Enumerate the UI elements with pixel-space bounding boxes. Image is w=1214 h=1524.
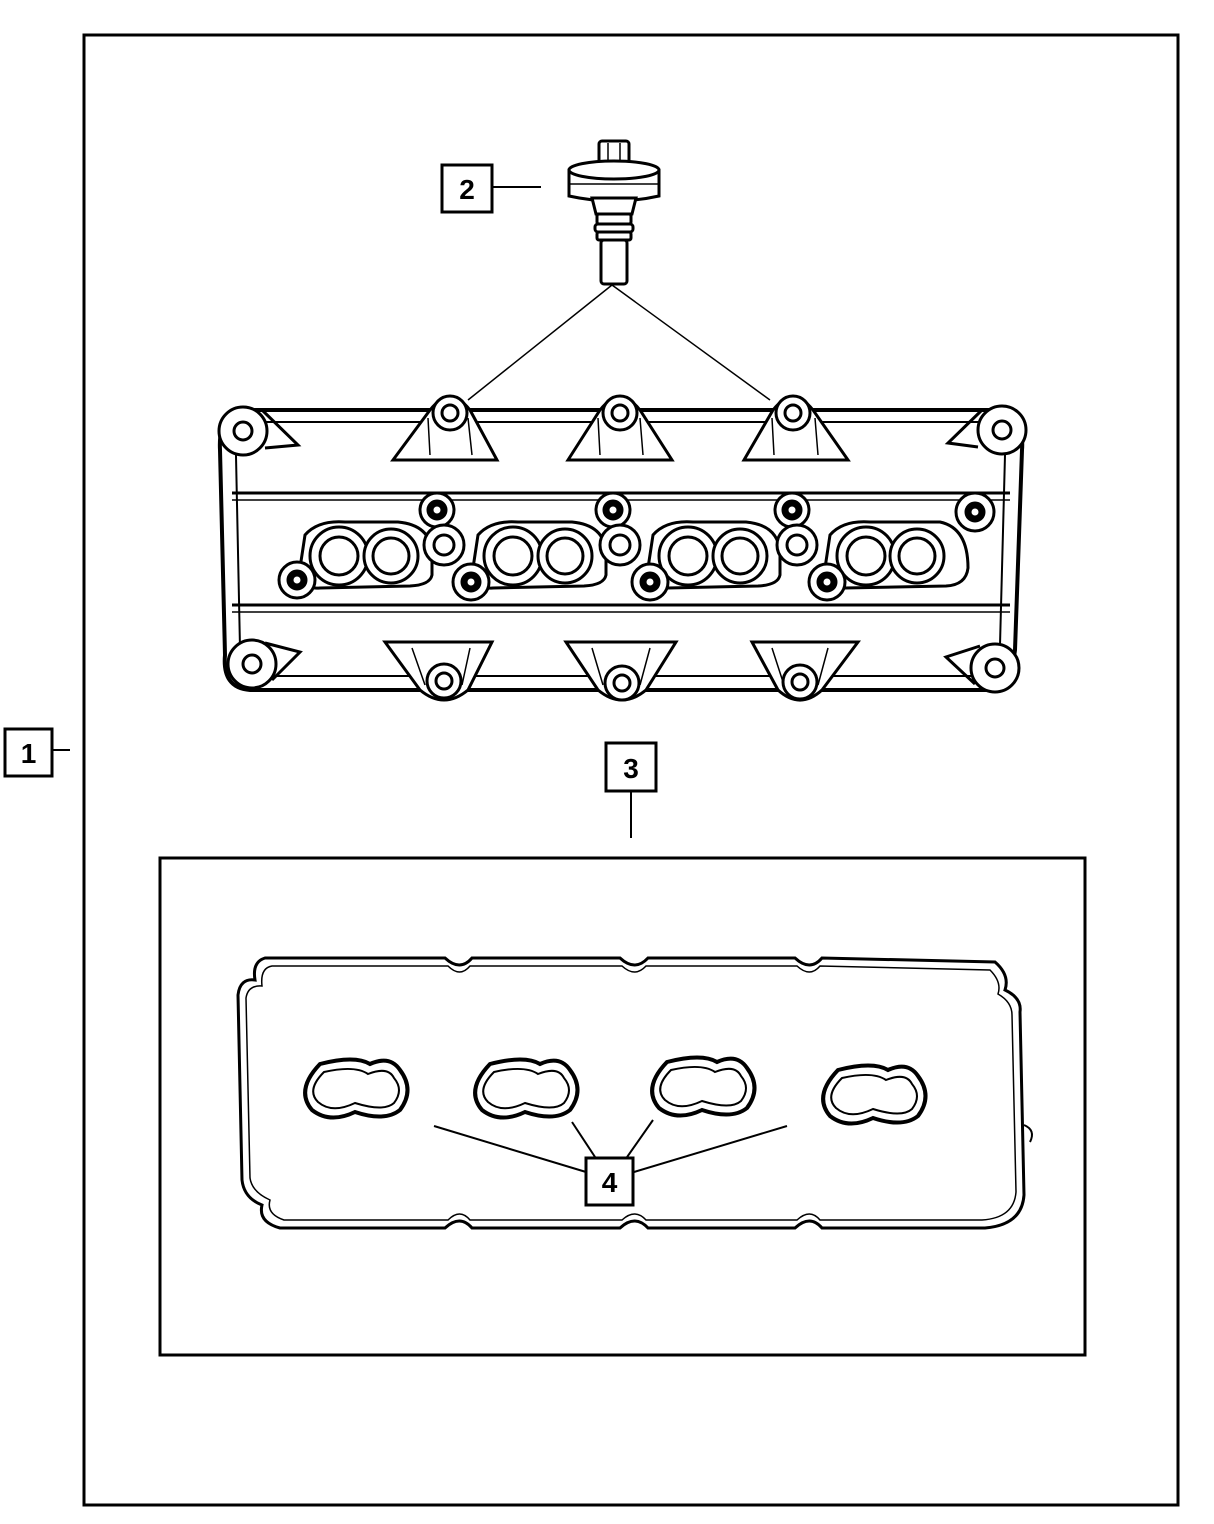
plug-seal-3 xyxy=(650,1055,757,1118)
callout-2-label: 2 xyxy=(459,174,475,205)
callout-1[interactable]: 1 xyxy=(3,727,70,778)
bottom-boss-1 xyxy=(382,640,495,702)
bottom-boss-2 xyxy=(563,640,679,702)
callout-1-label: 1 xyxy=(21,738,37,769)
valve-cover-icon[interactable] xyxy=(217,394,1028,702)
bolt-leader-lines xyxy=(467,284,771,401)
upper-fasteners xyxy=(418,491,996,567)
corner-ear-top-left xyxy=(217,405,302,457)
bolt-icon[interactable] xyxy=(567,139,661,286)
callout-4-label: 4 xyxy=(602,1167,618,1198)
lower-fasteners xyxy=(277,560,847,602)
corner-ear-bottom-left xyxy=(226,638,303,690)
callout-2[interactable]: 2 xyxy=(440,163,541,214)
top-boss-2 xyxy=(565,394,675,462)
injector-well-4 xyxy=(823,520,970,590)
top-boss-3 xyxy=(741,394,851,462)
bottom-boss-3 xyxy=(749,640,861,702)
callout-3[interactable]: 3 xyxy=(604,741,658,838)
callout-4[interactable]: 4 xyxy=(584,1156,635,1207)
assembly-frame xyxy=(82,33,1180,1507)
top-boss-1 xyxy=(390,394,500,462)
plug-seal-2 xyxy=(473,1057,580,1120)
plug-seal-4 xyxy=(821,1063,928,1126)
corner-ear-top-right xyxy=(944,404,1028,456)
seal-leader-lines xyxy=(433,1119,788,1173)
gasket-icon[interactable] xyxy=(236,956,1033,1230)
plug-seal-icon[interactable] xyxy=(303,1055,928,1126)
injector-well-2 xyxy=(471,520,608,590)
gasket-kit-frame xyxy=(158,856,1087,1357)
plug-seal-1 xyxy=(303,1057,410,1120)
injector-well-1 xyxy=(298,520,434,590)
injector-well-3 xyxy=(646,520,782,590)
callout-3-label: 3 xyxy=(623,753,639,784)
corner-ear-bottom-right xyxy=(943,642,1021,694)
